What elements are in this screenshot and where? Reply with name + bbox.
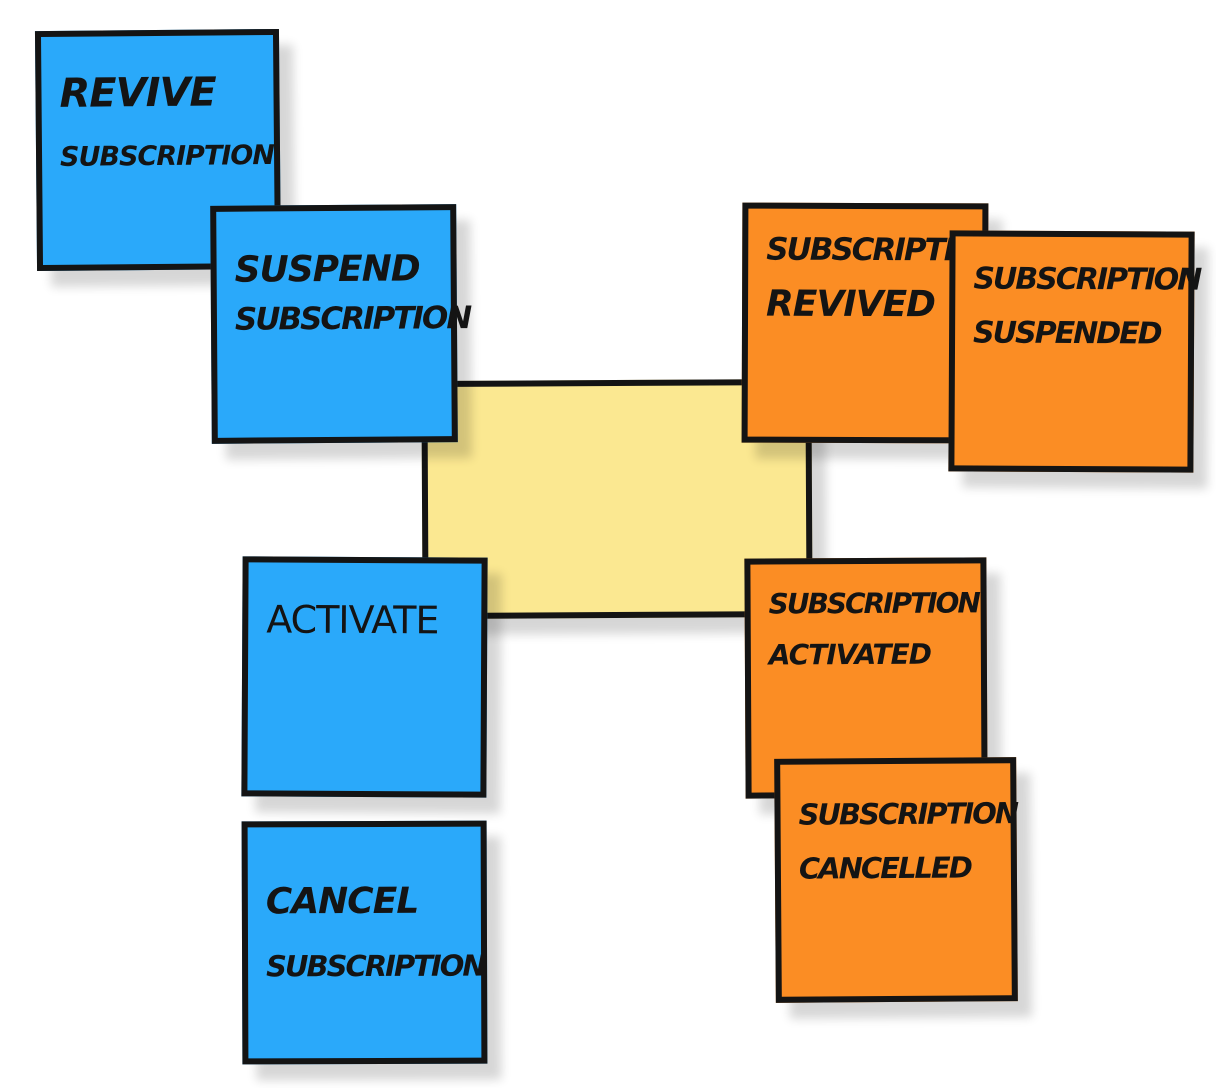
note-text-line: REVIVE (59, 69, 216, 117)
note-text-line: REVIVED (765, 283, 936, 325)
note-text-line: SUBSCRIPTION (798, 796, 1018, 832)
command-note-activate[interactable]: ACTIVATE (241, 556, 488, 798)
command-note-cancel-subscription[interactable]: CANCEL SUBSCRIPTION (241, 820, 488, 1065)
note-text-line: SUSPENDED (973, 314, 1161, 351)
note-text-line: SUBSCRIPTI (766, 231, 954, 269)
command-note-suspend-subscription[interactable]: SUSPEND SUBSCRIPTION (210, 204, 471, 444)
note-text-line: SUBSCRIPTION (234, 300, 471, 338)
note-text-line: SUBSCRIPTION (768, 586, 979, 621)
note-text-line: ACTIVATED (768, 637, 932, 672)
note-text-line: SUBSCRIPTION (59, 139, 275, 173)
note-text-line: SUBSCRIPTION (266, 948, 485, 984)
note-text-line: CANCELLED (798, 850, 971, 886)
event-note-subscription-cancelled[interactable]: SUBSCRIPTION CANCELLED (774, 757, 1018, 1003)
note-text-line: SUSPEND (234, 248, 420, 291)
note-text-line: ACTIVATE (266, 597, 439, 643)
note-text-line: SUBSCRIPTION (973, 261, 1201, 298)
event-note-subscription-suspended[interactable]: SUBSCRIPTION SUSPENDED (948, 230, 1201, 473)
note-text-line: CANCEL (265, 880, 419, 923)
